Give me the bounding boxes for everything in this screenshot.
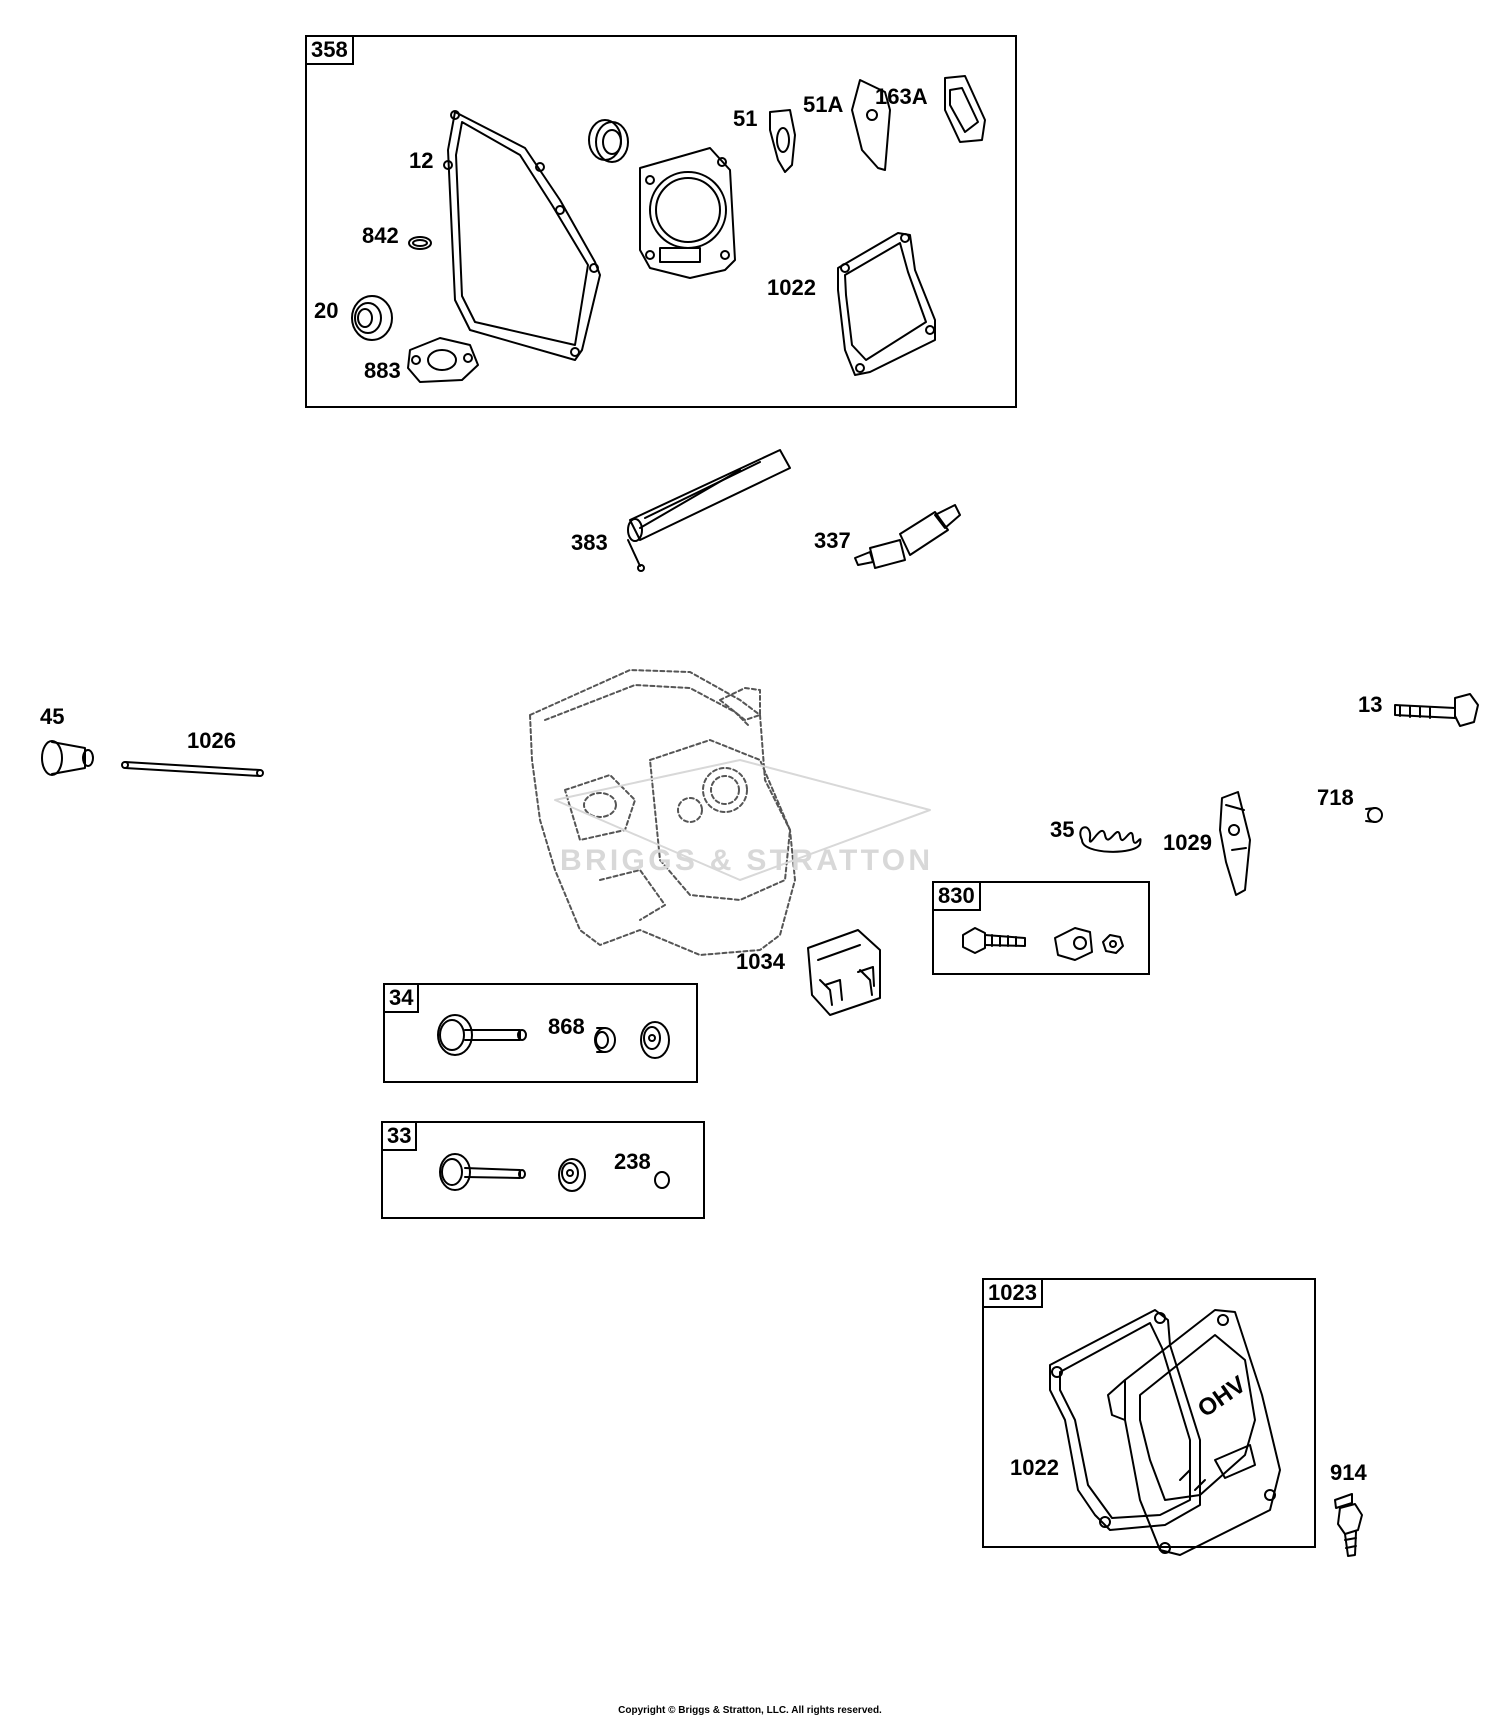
retainer-part	[558, 1158, 586, 1192]
part-label-883: 883	[364, 358, 401, 383]
spark-plug-part	[854, 504, 961, 569]
exhaust-valve-part	[437, 1014, 527, 1056]
part-label-718: 718	[1317, 785, 1354, 810]
part-label-35: 35	[1050, 817, 1075, 842]
part-label-12: 12	[409, 148, 434, 173]
watermark-logo	[554, 759, 931, 881]
push-rod-guide-part	[807, 929, 881, 1016]
part-label-337: 337	[814, 528, 851, 553]
kit-830-tag: 830	[934, 883, 981, 911]
valve-cap-small-part	[654, 1171, 670, 1189]
kit-33-tag: 33	[383, 1123, 418, 1151]
head-bolt-part	[1394, 693, 1479, 727]
kit-358-box: 358	[305, 35, 1017, 408]
part-label-163A: 163A	[875, 84, 928, 109]
kit-1023-tag: 1023	[984, 1280, 1043, 1308]
cover-screw-part	[1334, 1493, 1363, 1557]
crankcase-gasket-part	[443, 110, 601, 361]
part-label-238: 238	[614, 1149, 651, 1174]
copyright-notice: Copyright © Briggs & Stratton, LLC. All …	[618, 1705, 882, 1716]
rocker-ball-part	[1365, 807, 1383, 823]
rocker-cover-gasket-part	[837, 232, 936, 376]
part-label-868: 868	[548, 1014, 585, 1039]
kit-34-tag: 34	[385, 985, 420, 1013]
cover-gasket-part	[1049, 1309, 1201, 1531]
part-label-1029: 1029	[1163, 830, 1212, 855]
valve-seal-part	[594, 1027, 616, 1053]
spring-retainer-part	[640, 1021, 670, 1059]
rocker-arm-part	[1219, 791, 1251, 896]
valve-cap-part	[41, 740, 94, 776]
intake-valve-part	[439, 1153, 526, 1191]
part-label-1022-top: 1022	[767, 275, 816, 300]
part-label-45: 45	[40, 704, 65, 729]
cylinder-head-part	[529, 669, 796, 956]
carburetor-gasket-part	[944, 75, 986, 143]
exhaust-gasket-part	[407, 337, 479, 383]
insulator-gasket-part	[851, 79, 891, 171]
part-label-51: 51	[733, 106, 758, 131]
lock-nut-part	[1102, 934, 1124, 954]
o-ring-part	[408, 236, 432, 250]
part-label-13: 13	[1358, 692, 1383, 717]
part-label-383: 383	[571, 530, 608, 555]
rocker-nut-part	[1054, 927, 1093, 961]
part-label-1026: 1026	[187, 728, 236, 753]
oil-seal-part	[588, 119, 629, 163]
part-label-1034: 1034	[736, 949, 785, 974]
part-label-51A: 51A	[803, 92, 844, 117]
kit-1023-box: 1023	[982, 1278, 1316, 1548]
watermark-text: BRIGGS & STRATTON	[560, 844, 930, 877]
seal-part	[351, 295, 393, 341]
part-label-1022-cover: 1022	[1010, 1455, 1059, 1480]
part-label-20: 20	[314, 298, 339, 323]
valve-spring-part	[1079, 826, 1142, 853]
kit-33-box: 33	[381, 1121, 705, 1219]
part-label-914: 914	[1330, 1460, 1367, 1485]
rocker-stud-part	[962, 927, 1026, 954]
push-rod-part	[121, 761, 264, 777]
part-label-842: 842	[362, 223, 399, 248]
intake-gasket-part	[769, 109, 796, 173]
kit-358-tag: 358	[307, 37, 354, 65]
head-gasket-part	[639, 147, 736, 279]
spark-plug-wrench-part	[627, 449, 791, 572]
kit-830-box: 830	[932, 881, 1150, 975]
kit-34-box: 34	[383, 983, 698, 1083]
rocker-cover-part	[1107, 1309, 1281, 1556]
